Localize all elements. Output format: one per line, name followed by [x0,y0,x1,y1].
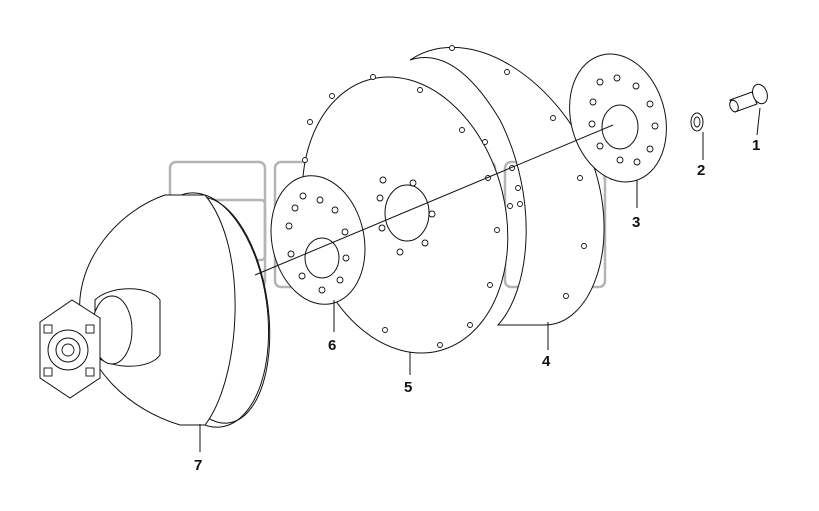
callout-6: 6 [328,337,336,354]
part-6-hub-disc [270,175,366,305]
part-3-clamp-plate [569,53,667,183]
callout-7: 7 [194,457,202,474]
callout-2: 2 [697,162,705,179]
part-7-flywheel-hub [39,192,271,428]
part-4-flex-plate [409,45,605,326]
assembly-axis [254,124,614,276]
callout-4: 4 [542,353,551,370]
callout-5: 5 [404,379,412,396]
part-2-washer [690,112,704,132]
callout-3: 3 [632,214,640,231]
callout-1: 1 [752,137,760,154]
leader-1 [756,107,761,136]
part-1-bolt [729,83,768,113]
